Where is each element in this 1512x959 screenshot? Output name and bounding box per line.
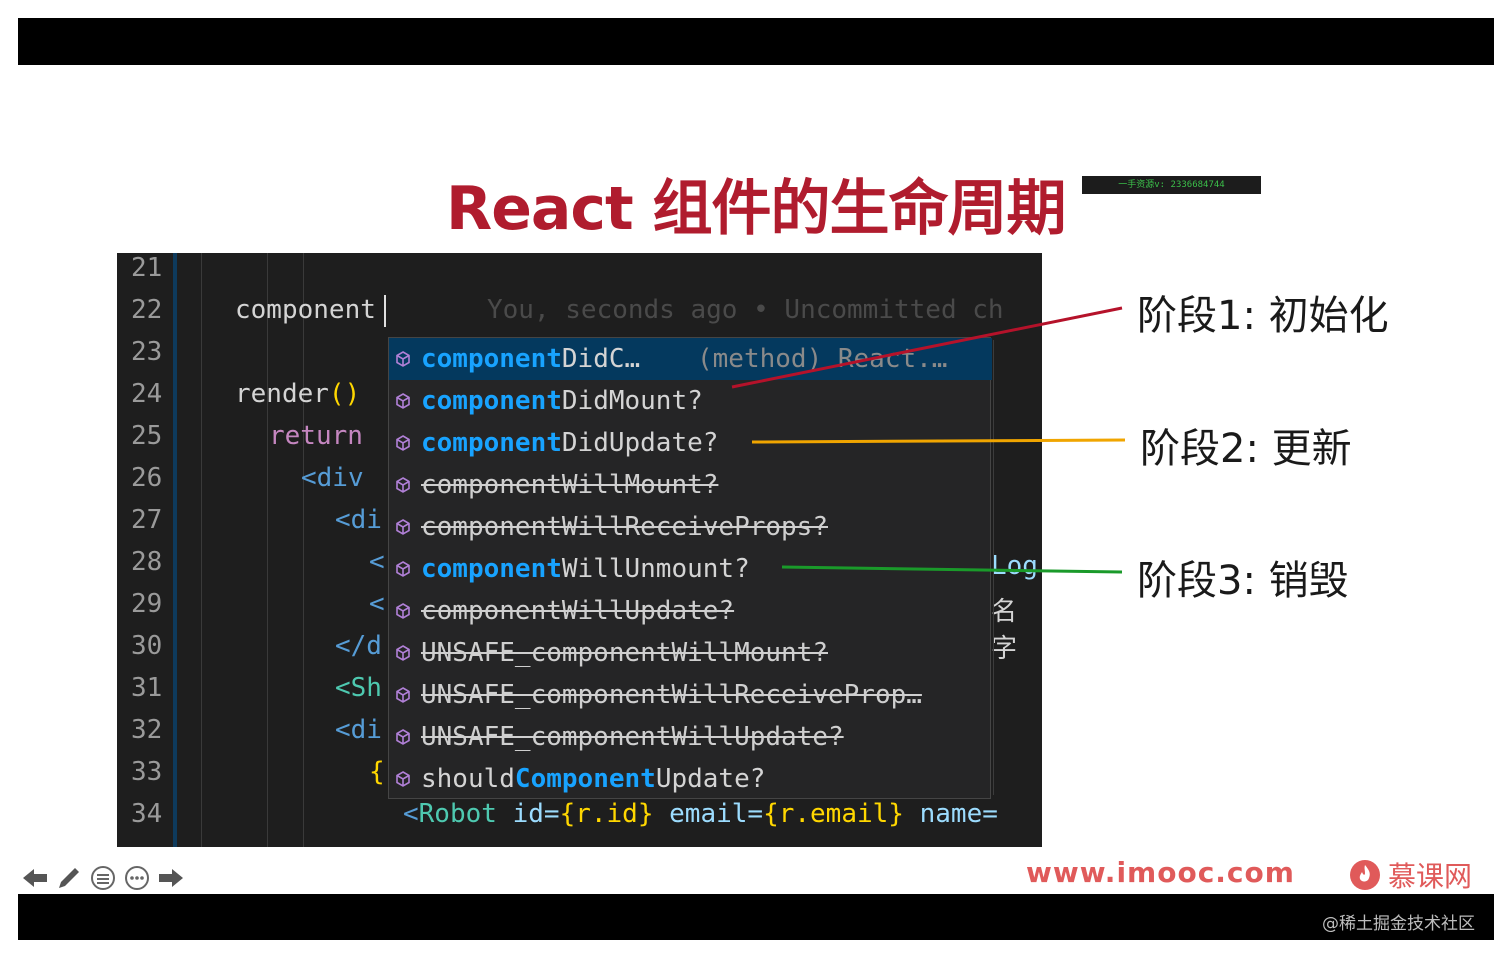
line-number-gutter: 21 22 23 24 25 26 27 28 29 30 31 32 33 3… xyxy=(117,253,169,847)
line-number: 33 xyxy=(131,757,163,787)
suggestion-label: componentDidUpdate? xyxy=(421,428,719,458)
suggestion-label: shouldComponentUpdate? xyxy=(421,764,766,794)
phase3-label: 阶段3: 销毁 xyxy=(1137,558,1349,604)
gutter-indicator xyxy=(173,253,177,847)
jsx-bracket: < xyxy=(403,799,419,829)
suggestion-label-deprecated: componentWillMount? xyxy=(421,470,719,500)
suggestion-item[interactable]: UNSAFE_componentWillUpdate? xyxy=(389,716,992,758)
typed-text: component xyxy=(235,295,376,325)
suggestion-item[interactable]: componentDidMount? xyxy=(389,380,992,422)
line-number: 25 xyxy=(131,421,163,451)
line-number: 22 xyxy=(131,295,163,325)
email-value: {r.email} xyxy=(763,799,904,829)
line-number: 21 xyxy=(131,253,163,283)
line-number: 34 xyxy=(131,799,163,829)
suggestion-item[interactable]: componentDidC… (method) React.… xyxy=(389,338,992,380)
jsx-bracket: < xyxy=(369,547,385,577)
method-icon xyxy=(396,435,410,451)
suggestion-label: componentDidMount? xyxy=(421,386,703,416)
div-tag: <di xyxy=(335,715,382,745)
indent-guide xyxy=(267,253,268,847)
method-icon xyxy=(396,603,410,619)
brand-name: 慕课网 xyxy=(1388,860,1473,893)
return-keyword: return xyxy=(269,421,363,451)
robot-component: Robot xyxy=(418,799,497,829)
render-method: render() xyxy=(235,379,360,409)
suggestion-label: componentWillUnmount? xyxy=(421,554,750,584)
brand-logo: 慕课网 xyxy=(1348,855,1472,895)
menu-icon[interactable] xyxy=(88,863,118,893)
autocomplete-widget[interactable]: componentDidC… (method) React.… componen… xyxy=(388,337,994,800)
video-bottom-bar xyxy=(18,894,1494,940)
log-text: Log xyxy=(991,551,1038,581)
div-close-tag: </d xyxy=(335,631,382,661)
method-icon xyxy=(396,729,410,745)
robot-line: <Robot id={r.id} email={r.email} name= xyxy=(403,799,998,829)
suggestion-item[interactable]: componentWillReceiveProps? xyxy=(389,506,992,548)
method-icon xyxy=(396,561,410,577)
jsx-brace: { xyxy=(369,757,385,787)
suggestion-label-deprecated: UNSAFE_componentWillReceiveProp… xyxy=(421,680,922,710)
indent-guide xyxy=(201,253,202,847)
id-value: {r.id} xyxy=(559,799,654,829)
slide-title: React 组件的生命周期 xyxy=(446,174,1067,244)
more-icon[interactable] xyxy=(122,863,152,893)
suggestion-scrollbar[interactable] xyxy=(993,340,994,795)
method-icon xyxy=(396,645,410,661)
line-number: 27 xyxy=(131,505,163,535)
method-icon xyxy=(396,477,410,493)
method-icon xyxy=(396,687,410,703)
div-tag: <di xyxy=(335,505,382,535)
suggestion-item[interactable]: componentWillUnmount? xyxy=(389,548,992,590)
slide-toolbar xyxy=(20,860,186,896)
suggestion-item[interactable]: UNSAFE_componentWillMount? xyxy=(389,632,992,674)
suggestion-item[interactable]: UNSAFE_componentWillReceiveProp… xyxy=(389,674,992,716)
line-number: 23 xyxy=(131,337,163,367)
method-icon xyxy=(396,519,410,535)
suggestion-item[interactable]: componentWillUpdate? xyxy=(389,590,992,632)
jsx-bracket: < xyxy=(369,589,385,619)
credit-watermark: @稀土掘金技术社区 xyxy=(1322,914,1475,934)
suggestion-item[interactable]: shouldComponentUpdate? xyxy=(389,758,992,800)
id-attr: id= xyxy=(496,799,560,829)
suggestion-label-deprecated: UNSAFE_componentWillMount? xyxy=(421,638,828,668)
render-parens: () xyxy=(328,379,361,409)
line-number: 30 xyxy=(131,631,163,661)
suggestion-label-deprecated: UNSAFE_componentWillUpdate? xyxy=(421,722,844,752)
render-keyword: render xyxy=(235,379,329,409)
line-number: 28 xyxy=(131,547,163,577)
suggestion-label: componentDidC… xyxy=(421,344,641,374)
suggestion-label-deprecated: componentWillUpdate? xyxy=(421,596,735,626)
name-attr: name= xyxy=(903,799,998,829)
site-url: www.imooc.com xyxy=(1026,856,1295,889)
line-number: 24 xyxy=(131,379,163,409)
suggestion-item[interactable]: componentDidUpdate? xyxy=(389,422,992,464)
arrow-right-icon[interactable] xyxy=(156,863,186,893)
name-text: 名字 xyxy=(991,597,1018,664)
phase1-label: 阶段1: 初始化 xyxy=(1137,293,1389,339)
code-editor[interactable]: 21 22 23 24 25 26 27 28 29 30 31 32 33 3… xyxy=(117,253,1042,847)
method-icon xyxy=(396,351,410,367)
email-attr: email= xyxy=(653,799,764,829)
suggestion-label-deprecated: componentWillReceiveProps? xyxy=(421,512,828,542)
component-tag: <Sh xyxy=(335,673,382,703)
line-number: 26 xyxy=(131,463,163,493)
line-number: 31 xyxy=(131,673,163,703)
text-cursor xyxy=(384,295,386,327)
git-blame-hint: You, seconds ago • Uncommitted ch xyxy=(487,295,1004,325)
line-number: 29 xyxy=(131,589,163,619)
div-tag: <div xyxy=(301,463,364,493)
phase2-label: 阶段2: 更新 xyxy=(1140,426,1352,472)
watermark-tag: 一手资源v: 2336684744 xyxy=(1082,176,1261,194)
method-icon xyxy=(396,771,410,787)
indent-guide xyxy=(303,253,304,847)
flame-logo-icon xyxy=(1350,860,1380,890)
line-number: 32 xyxy=(131,715,163,745)
arrow-left-icon[interactable] xyxy=(20,863,50,893)
suggestion-item[interactable]: componentWillMount? xyxy=(389,464,992,506)
suggestion-detail: (method) React.… xyxy=(697,344,948,374)
pen-icon[interactable] xyxy=(54,863,84,893)
video-top-bar xyxy=(18,18,1494,65)
method-icon xyxy=(396,393,410,409)
